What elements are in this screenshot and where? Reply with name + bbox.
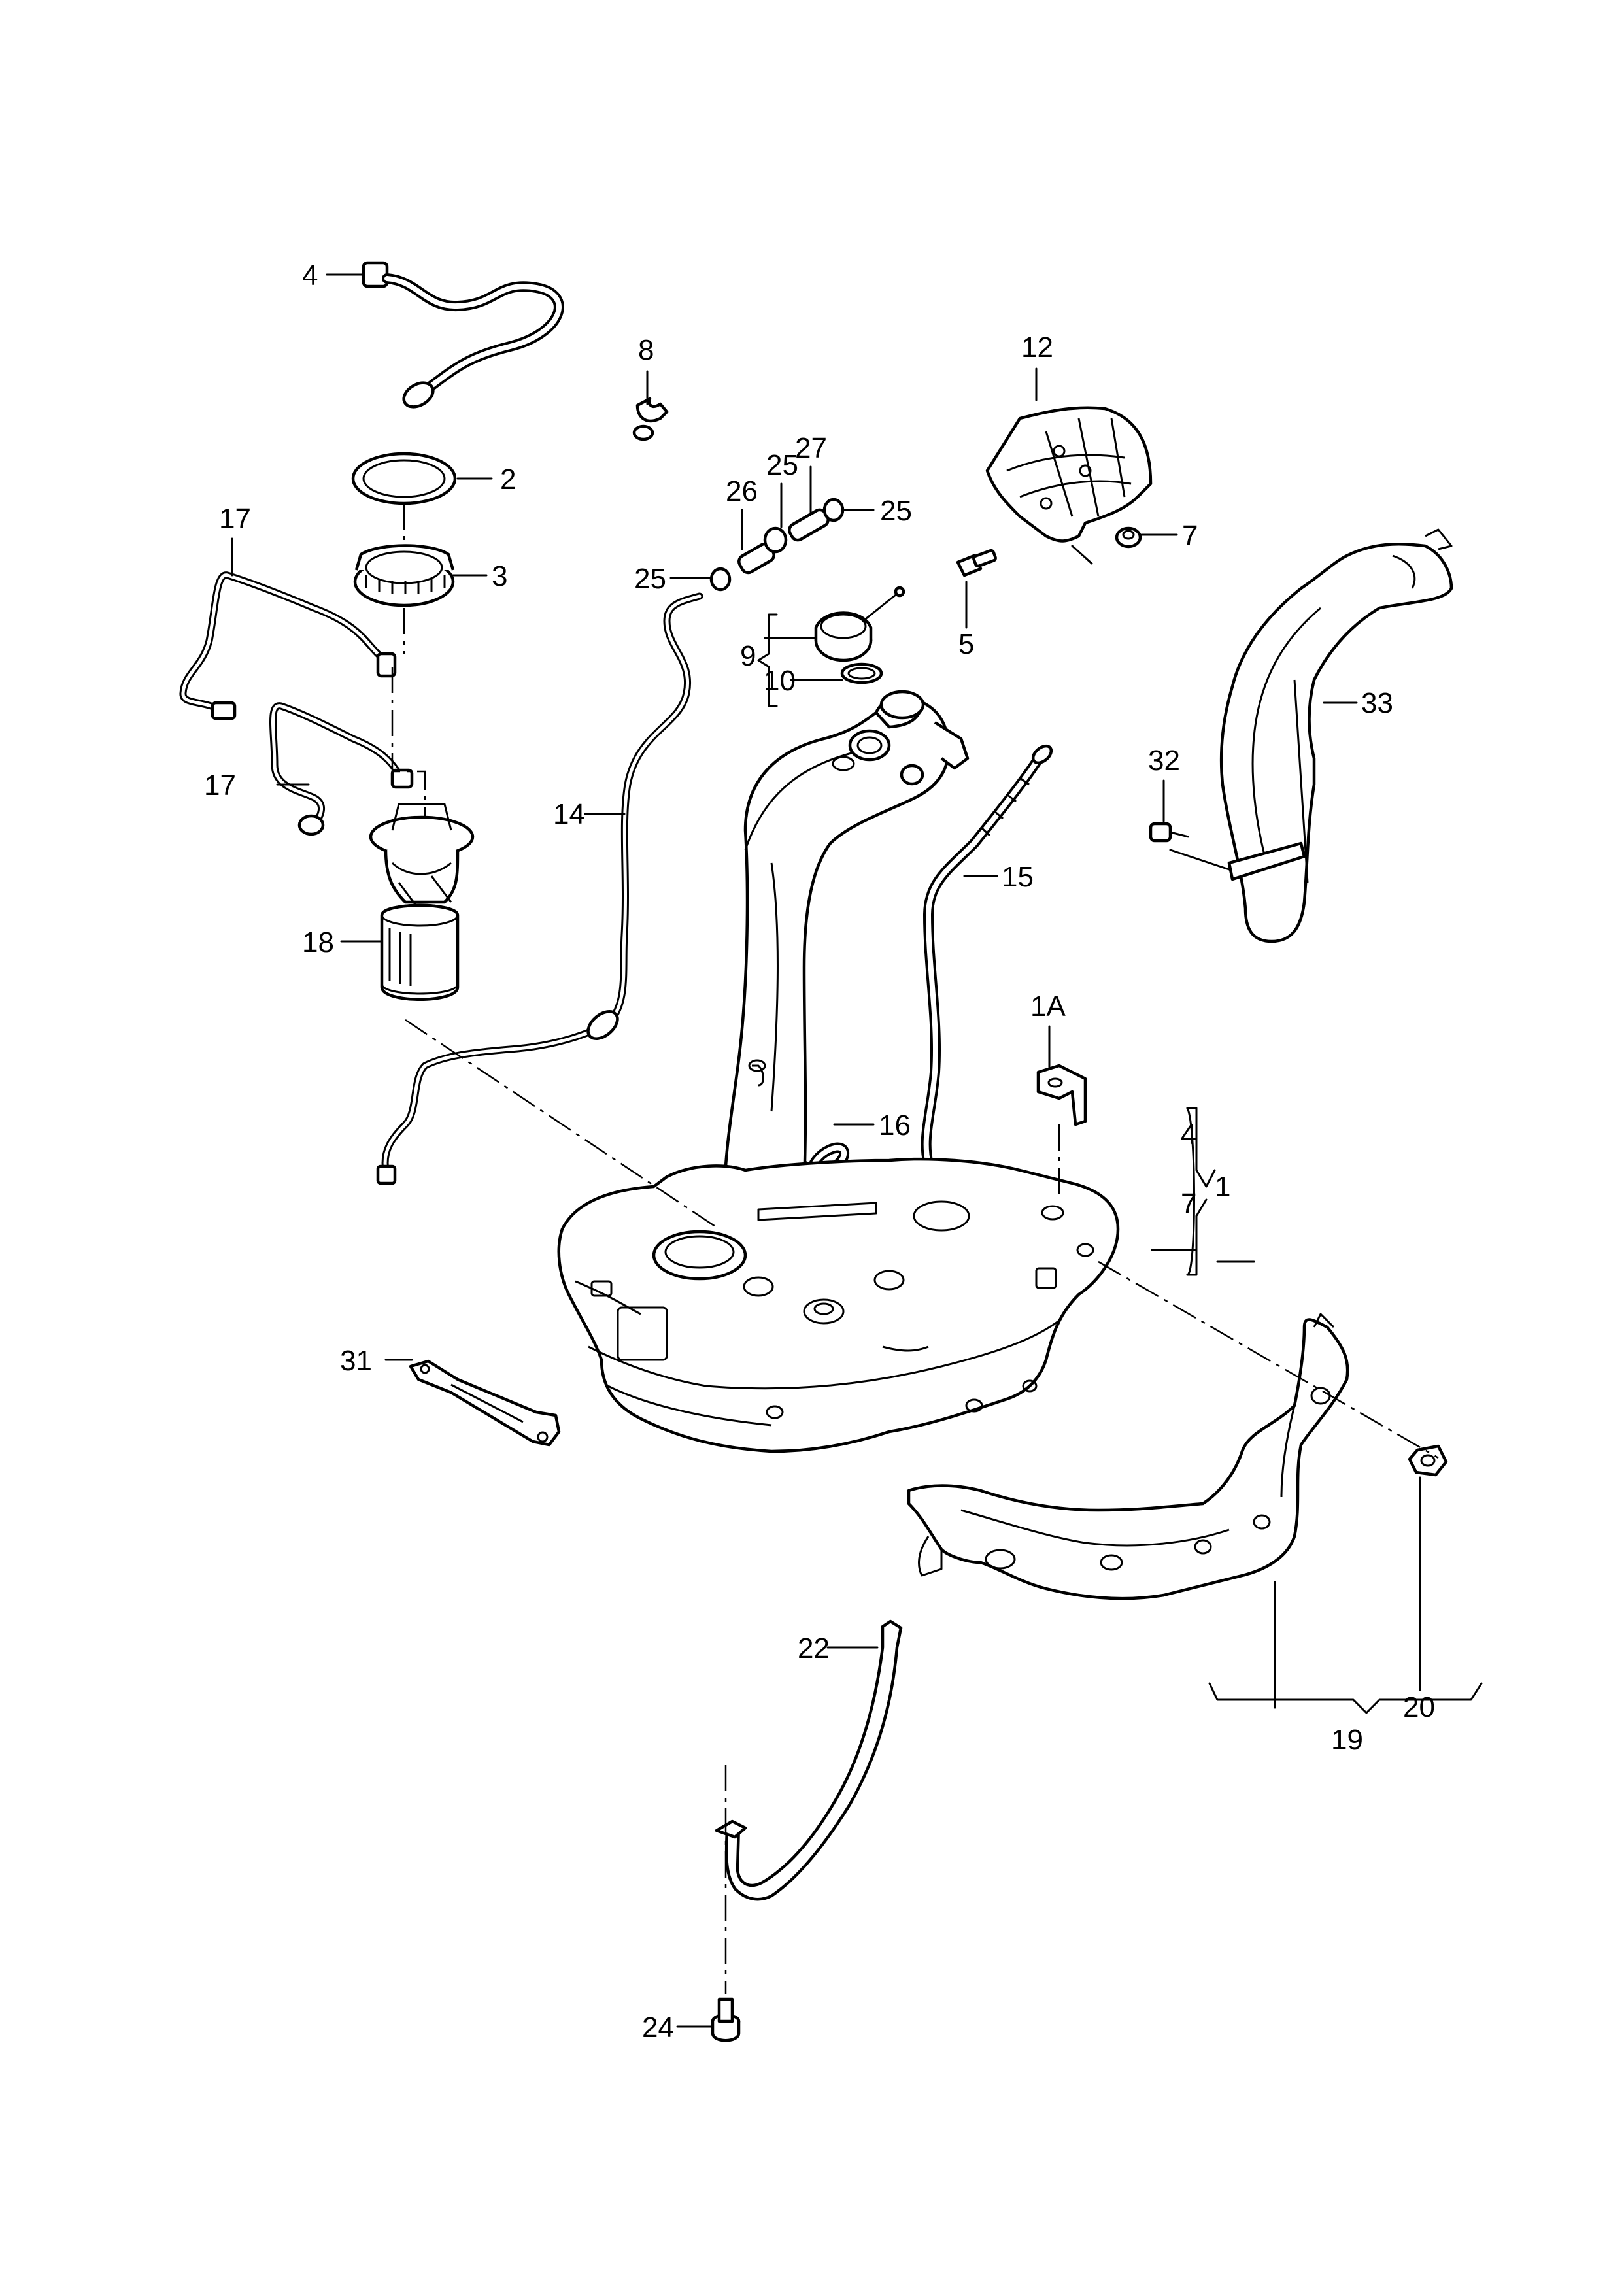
part-18-fuel-pump-module (369, 803, 475, 1001)
group-brackets (757, 613, 1483, 1714)
callout-2: 2 (500, 464, 516, 496)
callout-4-bracket: 4 (1181, 1119, 1196, 1151)
part-9-filler-cap (814, 586, 905, 662)
callout-27: 27 (795, 432, 827, 464)
callout-4-harness: 4 (302, 260, 318, 292)
part-17-fuel-line-lower (269, 702, 414, 836)
part-1-fuel-tank (557, 690, 1120, 1453)
part-10-cap-seal (840, 662, 883, 684)
assembly-axis-lines (391, 503, 1439, 1994)
part-7-nut (1115, 526, 1142, 549)
callout-15: 15 (1002, 861, 1034, 893)
callout-16: 16 (879, 1109, 911, 1141)
part-14-vent-hose (376, 592, 703, 1185)
callout-33: 33 (1361, 687, 1393, 719)
callout-25-left: 25 (766, 449, 798, 481)
leader-lines (231, 273, 1421, 2028)
callout-10: 10 (764, 665, 796, 697)
callout-18: 18 (302, 926, 334, 958)
part-4-wire-harness (362, 261, 564, 409)
callout-17-upper: 17 (219, 503, 251, 535)
part-24-bolt (711, 1997, 741, 2042)
part-31-bracket (409, 1359, 561, 1447)
callout-26: 26 (726, 475, 758, 507)
callout-9: 9 (740, 640, 756, 672)
callout-24: 24 (642, 2012, 674, 2044)
part-8-elbow (632, 397, 669, 441)
callout-25-low: 25 (634, 563, 666, 595)
callout-31: 31 (340, 1345, 372, 1377)
part-17-fuel-line-upper (179, 571, 397, 720)
part-32-screw (1149, 822, 1189, 843)
part-12-heat-shield (985, 406, 1153, 543)
callout-1: 1 (1215, 1171, 1230, 1203)
callout-5: 5 (958, 628, 974, 660)
part-19-tank-support (907, 1313, 1349, 1600)
callout-32: 32 (1148, 745, 1180, 777)
callout-7-bracket: 7 (1181, 1188, 1196, 1220)
callout-25-right: 25 (880, 495, 912, 527)
callout-labels: 4 8 12 2 3 17 17 26 25 27 25 25 7 5 9 10… (204, 260, 1435, 2044)
callout-7-nut: 7 (1182, 520, 1198, 552)
part-5-bolt (956, 549, 997, 577)
callout-3: 3 (492, 560, 507, 592)
callout-8: 8 (638, 334, 654, 366)
part-3-locking-ring (353, 544, 455, 607)
callout-14: 14 (553, 798, 585, 830)
part-22-tank-strap (715, 1619, 903, 1901)
part-33-filler-housing (1219, 528, 1453, 943)
callout-20: 20 (1403, 1691, 1435, 1723)
part-1A-clip (1036, 1064, 1087, 1126)
part-20-nut (1408, 1444, 1448, 1477)
part-2-seal-ring (351, 452, 457, 505)
part-25-26-27-fittings (709, 498, 845, 592)
callout-1A: 1A (1030, 990, 1066, 1022)
callout-12: 12 (1021, 331, 1053, 363)
callout-22: 22 (798, 1632, 830, 1664)
callout-19: 19 (1331, 1724, 1363, 1756)
callout-17-lower: 17 (204, 769, 236, 802)
